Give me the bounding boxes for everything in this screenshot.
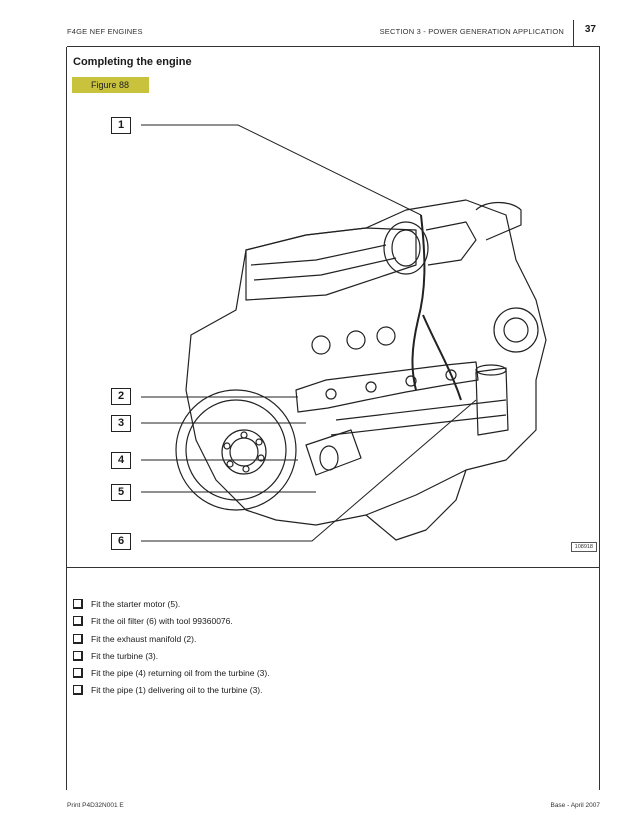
figure-label: Figure 88 [72,77,149,93]
callout-6: 6 [111,533,131,550]
page-number: 37 [584,24,596,35]
section-title: Completing the engine [73,56,192,68]
footer-print-code: Print P4D32N001 E [67,802,124,809]
checkbox-bullet-icon [73,650,83,661]
procedure-steps: Fit the starter motor (5). Fit the oil f… [73,598,270,702]
checkbox-bullet-icon [73,633,83,644]
page-header: F4GE NEF ENGINES SECTION 3 - POWER GENER… [67,0,600,47]
engine-drawing [141,124,547,542]
header-section-title: SECTION 3 - POWER GENERATION APPLICATION [379,27,564,36]
checkbox-bullet-icon [73,599,83,609]
step-text: Fit the oil filter (6) with tool 9936007… [91,616,233,627]
footer-edition: Base - April 2007 [550,802,600,809]
step-text: Fit the pipe (1) delivering oil to the t… [91,685,263,696]
step-text: Fit the starter motor (5). [91,599,181,609]
step-text: Fit the pipe (4) returning oil from the … [91,668,270,679]
page-frame [66,47,600,790]
list-item: Fit the turbine (3). [73,650,270,667]
callout-3: 3 [111,415,131,432]
engine-figure: 1 2 3 4 5 6 108918 [66,100,600,565]
step-text: Fit the turbine (3). [91,650,159,661]
step-text: Fit the exhaust manifold (2). [91,633,197,644]
callout-2: 2 [111,388,131,405]
list-item: Fit the pipe (4) returning oil from the … [73,667,270,684]
list-item: Fit the oil filter (6) with tool 9936007… [73,615,270,632]
callout-5: 5 [111,484,131,501]
checkbox-bullet-icon [73,616,83,627]
list-item: Fit the pipe (1) delivering oil to the t… [73,684,270,701]
list-item: Fit the starter motor (5). [73,598,270,615]
callout-1: 1 [111,117,131,134]
callout-4: 4 [111,452,131,469]
checkbox-bullet-icon [73,685,83,696]
header-divider [573,20,574,47]
header-manual-title: F4GE NEF ENGINES [67,27,143,36]
checkbox-bullet-icon [73,668,83,679]
figure-code: 108918 [570,542,597,552]
figure-divider [66,567,600,568]
list-item: Fit the exhaust manifold (2). [73,633,270,650]
